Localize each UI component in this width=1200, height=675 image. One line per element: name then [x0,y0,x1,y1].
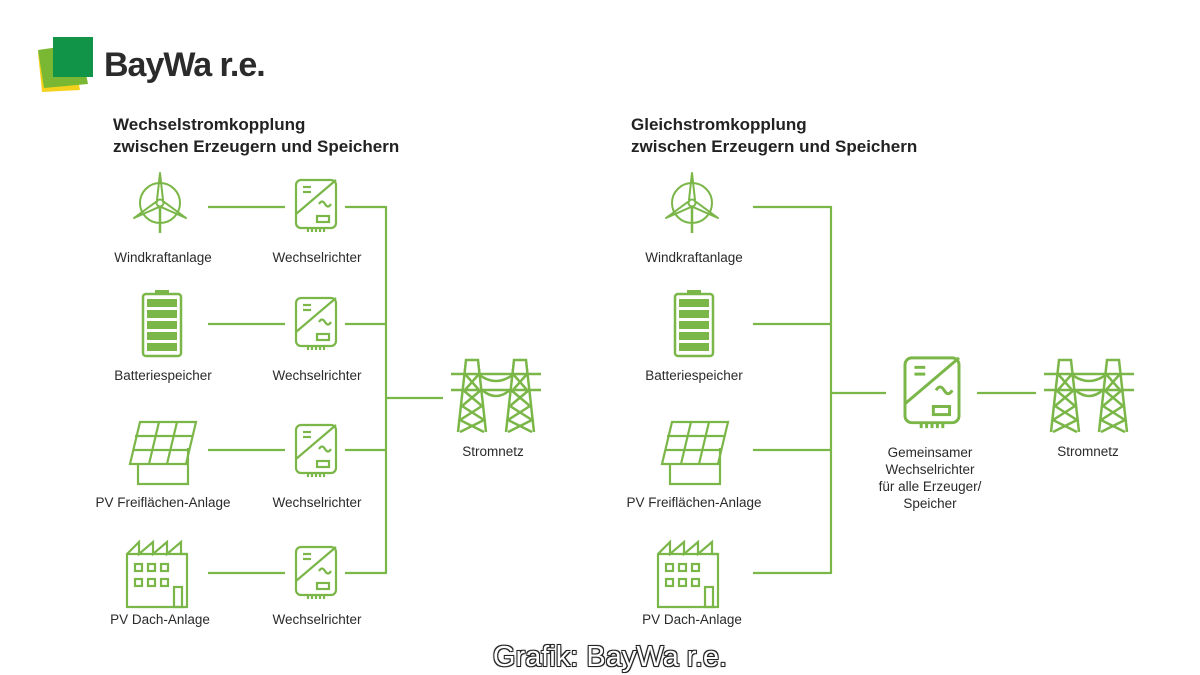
inverter-label: Wechselrichter [272,250,362,265]
inverter-icon [294,423,338,479]
brand-name: BayWa r.e. [104,46,266,84]
dc-coupling-diagram [753,205,1036,575]
image-caption: Grafik: BayWa r.e. [492,641,728,673]
right-title-line2: zwischen Erzeugern und Speichern [631,137,918,156]
left-title-line1: Wechselstromkopplung [113,115,306,134]
grid-label: Stromnetz [1057,444,1119,459]
factory-roof-icon [656,540,720,609]
shared-inverter-label-line: Gemeinsamer [887,445,973,460]
ac-coupling-diagram [208,205,443,575]
solar-panel-icon [660,420,730,486]
source-label: Batteriespeicher [645,368,743,383]
right-title-line1: Gleichstromkopplung [631,115,807,134]
power-grid-tower-icon [449,358,543,434]
shared-inverter-icon [903,356,961,430]
battery-icon [141,288,183,358]
source-label: Batteriespeicher [114,368,212,383]
source-label: PV Dach-Anlage [110,612,210,627]
right-title: Gleichstromkopplung zwischen Erzeugern u… [631,114,917,158]
source-label: PV Freiflächen-Anlage [626,495,762,510]
shared-inverter-label: Gemeinsamer Wechselrichter für alle Erze… [845,444,1015,512]
inverter-label: Wechselrichter [272,495,362,510]
inverter-label: Wechselrichter [272,612,362,627]
inverter-icon [294,296,338,352]
solar-panel-icon [128,420,198,486]
shared-inverter-label-line: Wechselrichter [885,462,975,477]
factory-roof-icon [125,540,189,609]
wind-turbine-icon [663,171,721,235]
left-title-line2: zwischen Erzeugern und Speichern [113,137,400,156]
source-label: Windkraftanlage [114,250,212,265]
shared-inverter-label-line: für alle Erzeuger/ [878,479,982,494]
shared-inverter-label-line: Speicher [903,496,957,511]
inverter-icon [294,545,338,601]
inverter-label: Wechselrichter [272,368,362,383]
left-title: Wechselstromkopplung zwischen Erzeugern … [113,114,399,158]
power-grid-tower-icon [1042,358,1136,434]
grid-label: Stromnetz [462,444,524,459]
source-label: PV Dach-Anlage [642,612,742,627]
source-label: PV Freiflächen-Anlage [95,495,231,510]
wind-turbine-icon [131,171,189,235]
source-label: Windkraftanlage [645,250,743,265]
baywa-logo [38,37,93,92]
inverter-icon [294,178,338,234]
battery-icon [673,288,715,358]
